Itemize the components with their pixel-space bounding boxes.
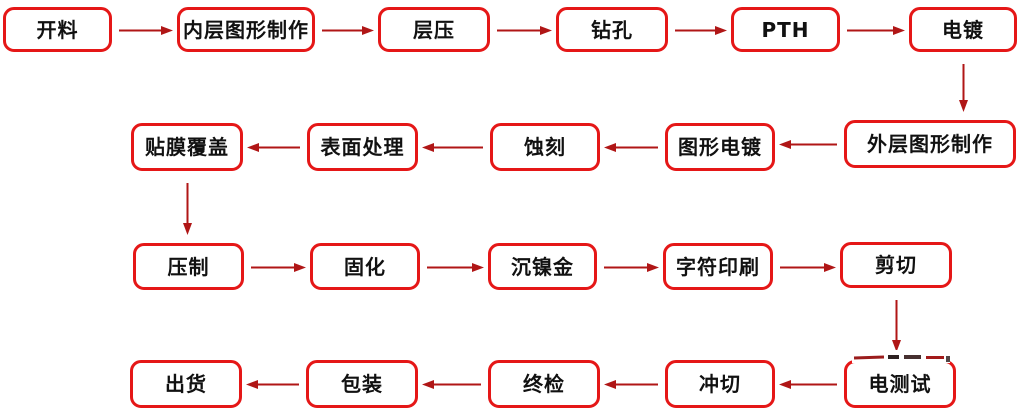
watermark-dash — [926, 356, 944, 359]
flow-node-label: 层压 — [413, 17, 455, 42]
flow-node-cengya: 层压 — [378, 7, 490, 52]
flow-node-label: 包装 — [341, 372, 383, 396]
flow-node-guhua: 固化 — [310, 243, 420, 290]
flow-arrow-zifuyinshua-jianqie — [780, 263, 836, 272]
flow-arrow-chennijin-zifuyinshua — [604, 263, 659, 272]
watermark-dash — [904, 355, 921, 359]
flow-node-dianceshi: 电测试 — [844, 360, 956, 408]
flow-arrow-neiceng-cengya — [322, 26, 374, 35]
watermark-dash — [888, 355, 899, 359]
flow-node-label: 字符印刷 — [676, 254, 760, 279]
flow-arrow-shike-biaomian — [422, 143, 483, 152]
flow-node-tuxingdiandu: 图形电镀 — [665, 123, 775, 171]
flow-arrow-cengya-zuankong — [497, 26, 552, 35]
flow-node-label: PTH — [761, 17, 810, 42]
flow-node-tiemo: 贴膜覆盖 — [131, 123, 243, 171]
flow-node-chongqie: 冲切 — [665, 360, 775, 408]
watermark-dash — [946, 356, 950, 362]
flow-node-label: 内层图形制作 — [183, 17, 309, 42]
flow-node-zuankong: 钻孔 — [556, 7, 668, 52]
flow-node-pth: PTH — [731, 7, 840, 52]
flow-node-label: 剪切 — [875, 253, 917, 277]
flow-node-label: 固化 — [344, 254, 386, 279]
flow-node-zifuyinshua: 字符印刷 — [663, 243, 773, 290]
flow-node-label: 外层图形制作 — [867, 132, 993, 156]
flow-node-waiceng: 外层图形制作 — [844, 120, 1016, 168]
flow-arrow-zhongjian-baozhuang — [422, 380, 481, 389]
watermark-remnant — [852, 350, 950, 363]
watermark-dash — [853, 355, 885, 360]
flow-node-label: 开料 — [36, 17, 79, 42]
flow-node-label: 图形电镀 — [678, 135, 762, 159]
flow-node-neiceng: 内层图形制作 — [177, 7, 315, 52]
flow-arrow-biaomian-tiemo — [247, 143, 300, 152]
flow-arrow-tiemo-yazhi — [183, 183, 192, 235]
flow-node-label: 电测试 — [868, 372, 932, 396]
flow-node-shike: 蚀刻 — [490, 123, 600, 171]
flow-node-biaomian: 表面处理 — [307, 123, 418, 171]
flow-node-label: 表面处理 — [320, 135, 405, 159]
flow-arrow-yazhi-guhua — [251, 263, 306, 272]
flow-arrow-jianqie-dianceshi — [892, 300, 901, 352]
flow-arrow-dianceshi-chongqie — [779, 380, 837, 389]
flow-node-chuhuo: 出货 — [130, 360, 242, 408]
flow-node-diandu: 电镀 — [909, 7, 1017, 52]
flow-arrow-tuxingdiandu-shike — [604, 143, 658, 152]
flow-node-label: 出货 — [165, 372, 207, 396]
flow-node-baozhuang: 包装 — [306, 360, 418, 408]
flow-node-label: 贴膜覆盖 — [145, 135, 229, 159]
flow-node-chennijin: 沉镍金 — [488, 243, 597, 290]
flow-node-zhongjian: 终检 — [488, 360, 600, 408]
flow-arrow-kailiao-neiceng — [119, 26, 173, 35]
flow-arrow-waiceng-tuxingdiandu — [779, 140, 837, 149]
flow-node-jianqie: 剪切 — [840, 242, 952, 288]
flow-arrow-pth-diandu — [847, 26, 905, 35]
flow-node-label: 压制 — [167, 254, 210, 279]
flow-arrow-diandu-waiceng — [959, 64, 968, 112]
flow-arrow-baozhuang-chuhuo — [246, 380, 299, 389]
flow-node-yazhi: 压制 — [133, 243, 244, 290]
flow-node-label: 冲切 — [699, 372, 741, 396]
flow-node-label: 蚀刻 — [524, 135, 566, 159]
flow-node-label: 终检 — [523, 372, 565, 396]
flow-node-kailiao: 开料 — [3, 7, 112, 52]
flow-arrow-guhua-chennijin — [427, 263, 484, 272]
flow-node-label: 电镀 — [942, 17, 984, 42]
flow-arrow-chongqie-zhongjian — [604, 380, 658, 389]
flow-node-label: 钻孔 — [591, 17, 633, 42]
flow-arrow-zuankong-pth — [675, 26, 727, 35]
flow-node-label: 沉镍金 — [511, 254, 574, 279]
